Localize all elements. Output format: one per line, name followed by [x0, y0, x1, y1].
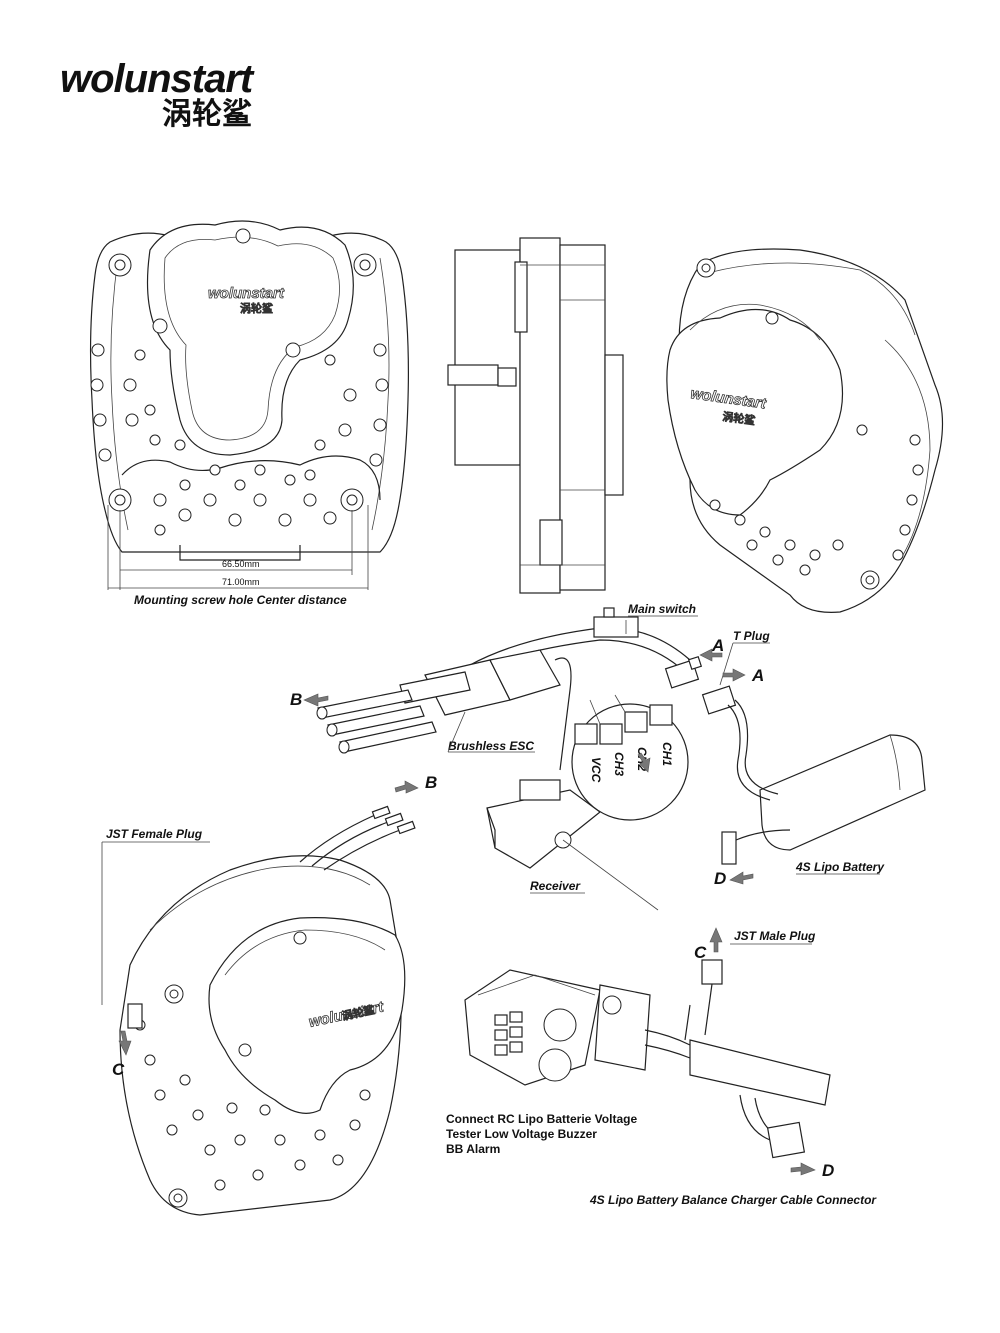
channel-vcc: VCC: [589, 757, 603, 783]
letter-d-2: D: [822, 1161, 834, 1180]
jst-female-label: JST Female Plug: [106, 827, 203, 841]
dimension-lines: 66.50mm 71.00mm: [107, 505, 369, 590]
battery-label: 4S Lipo Battery: [795, 860, 885, 874]
main-switch: [593, 607, 639, 638]
iso-bottom-holes: [134, 1019, 371, 1191]
letter-b-2: B: [425, 773, 437, 792]
balance-cable-label: 4S Lipo Battery Balance Charger Cable Co…: [589, 1193, 877, 1207]
receiver-connector-zoom: CH1 CH2 CH3 VCC: [571, 694, 689, 821]
voltage-tester-assembly: C D: [464, 927, 834, 1180]
iso-view-bottom: wolunstart 涡轮鲨 C B JST Female Plug: [101, 773, 437, 1216]
tester-line-3: BB Alarm: [446, 1142, 500, 1156]
lipo-battery: [721, 699, 926, 865]
receiver-label: Receiver: [530, 879, 581, 893]
jst-male-label: JST Male Plug: [734, 929, 816, 943]
letter-c-1: C: [112, 1060, 125, 1079]
front-view-screws: [108, 228, 377, 512]
wiring-harness: Main switch T Plug A A: [290, 602, 926, 911]
letter-a-2: A: [751, 666, 764, 685]
letter-b-1: B: [290, 690, 302, 709]
dimension-outer: 71.00mm: [222, 577, 260, 587]
tester-line-2: Tester Low Voltage Buzzer: [446, 1127, 597, 1141]
t-plug-label: T Plug: [733, 629, 770, 643]
brand-logo: wolunstart 涡轮鲨: [60, 57, 256, 132]
esc-label: Brushless ESC: [448, 739, 534, 753]
letter-a-1: A: [711, 636, 724, 655]
main-switch-label: Main switch: [628, 602, 696, 616]
letter-c-2: C: [694, 943, 707, 962]
iso-top-engraving-cn: 涡轮鲨: [722, 409, 757, 427]
front-view-caption: Mounting screw hole Center distance: [134, 593, 347, 607]
front-view-gear-housing: [146, 220, 354, 456]
channel-ch3: CH3: [612, 752, 626, 776]
t-plug-female: [701, 685, 737, 715]
front-view-engraving-cn: 涡轮鲨: [240, 301, 273, 315]
brushless-esc: [316, 649, 572, 771]
channel-ch1: CH1: [660, 742, 674, 766]
tester-line-1: Connect RC Lipo Batterie Voltage: [446, 1112, 637, 1126]
dimension-inner: 66.50mm: [222, 559, 260, 569]
front-view-engraving: wolunstart: [208, 285, 285, 302]
letter-d-1: D: [714, 869, 726, 888]
iso-top-holes: [709, 434, 924, 576]
receiver: [486, 779, 659, 911]
side-view-drawing: [447, 237, 624, 594]
brand-chinese-name: 涡轮鲨: [162, 97, 252, 132]
t-plug-male: [664, 655, 703, 689]
iso-view-top: wolunstart 涡轮鲨: [666, 248, 944, 613]
brand-wordmark: wolunstart: [60, 57, 255, 101]
front-view-lightening-holes: [90, 343, 389, 536]
tester-description: Connect RC Lipo Batterie Voltage Tester …: [446, 1112, 637, 1156]
front-view-drawing: wolunstart 涡轮鲨: [89, 220, 409, 607]
